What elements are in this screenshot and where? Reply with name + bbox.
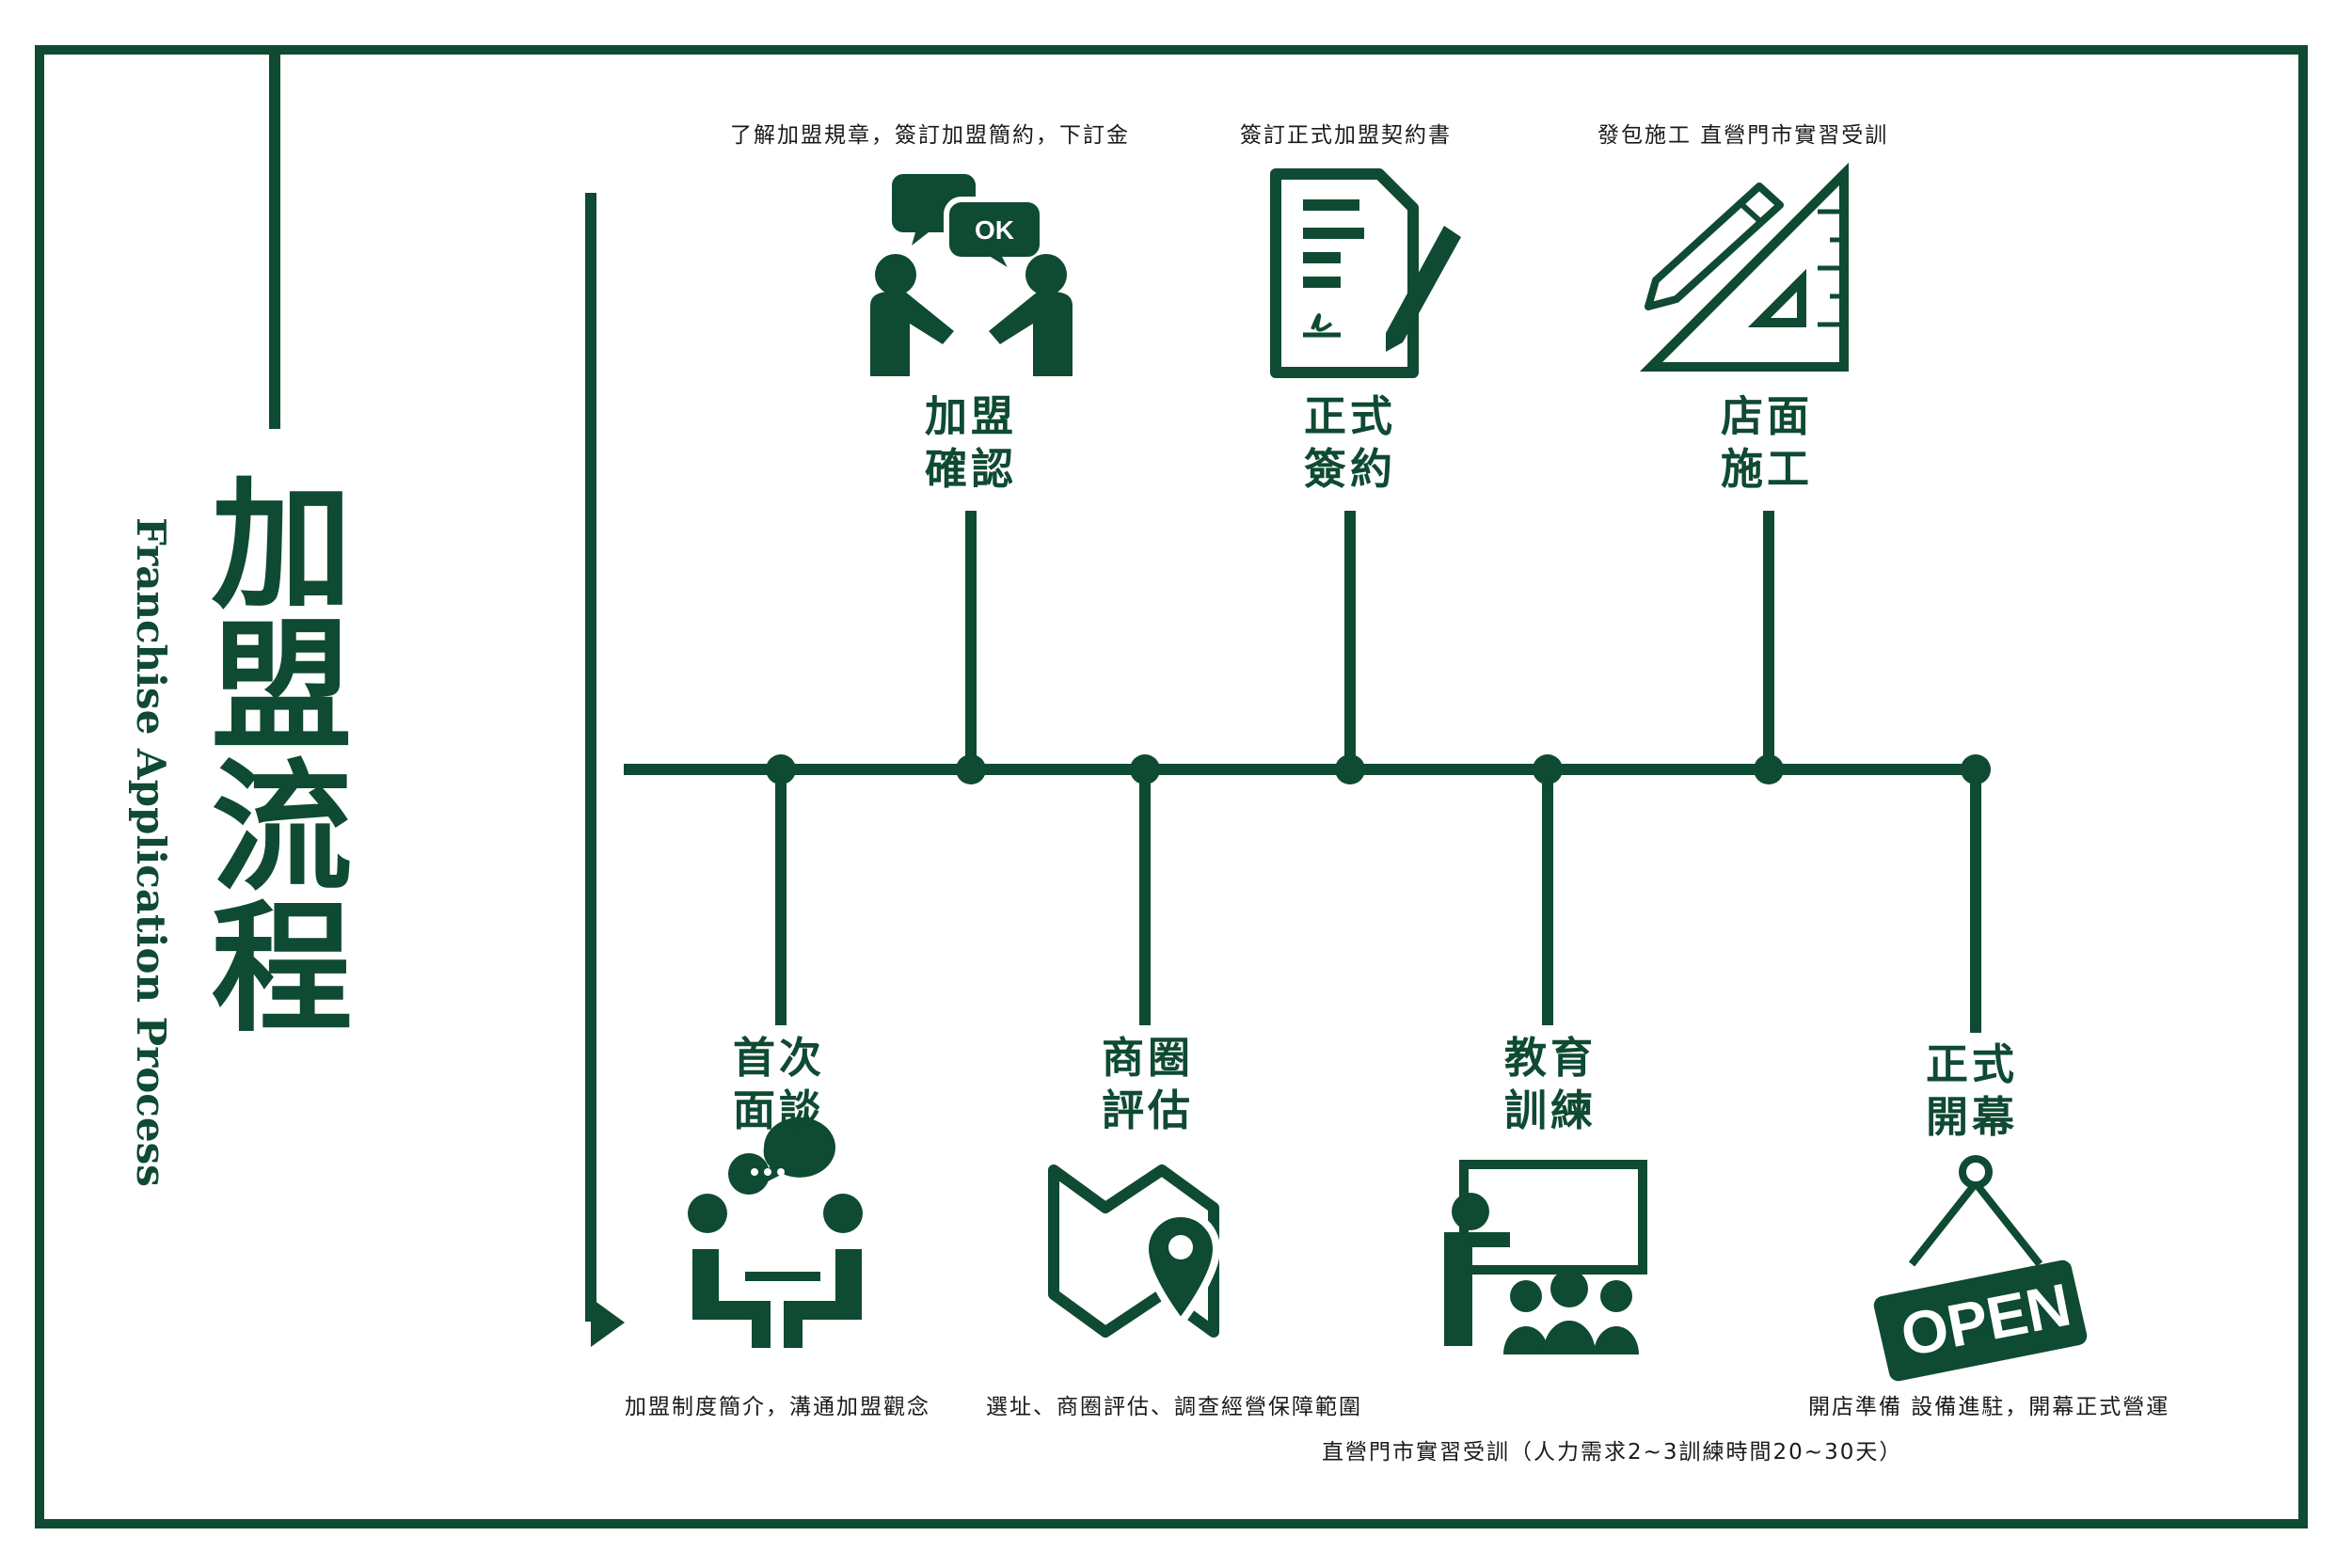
- pen-icon: [1386, 226, 1461, 352]
- label-line1: 正式: [1925, 1039, 2018, 1089]
- node-1: [766, 754, 796, 784]
- node-4: [1335, 754, 1365, 784]
- label-line2: 簽約: [1303, 444, 1396, 494]
- flow-arrow-head: [591, 1298, 625, 1347]
- desc-first-interview: 加盟制度簡介，溝通加盟觀念: [625, 1395, 930, 1419]
- title-chinese: 加盟流程: [187, 470, 351, 1035]
- label-line2: 面談: [732, 1085, 825, 1135]
- map-location-icon: [1048, 1164, 1219, 1338]
- desc-grand-opening: 開店準備 設備進駐，開幕正式營運: [1808, 1395, 2170, 1419]
- node-6: [1754, 754, 1784, 784]
- handshake-ok-icon: [870, 174, 1073, 376]
- label-line2: 訓練: [1503, 1085, 1597, 1135]
- node-3: [1130, 754, 1160, 784]
- label-franchise-confirmation: 加盟 確認: [896, 390, 1046, 496]
- label-grand-opening: 正式 開幕: [1897, 1038, 2047, 1144]
- label-education-training: 教育 訓練: [1475, 1032, 1626, 1137]
- label-first-interview: 首次 面談: [704, 1032, 854, 1137]
- node-7: [1961, 754, 1991, 784]
- location-pin-icon: [1140, 1209, 1221, 1329]
- desc-education-training: 直營門市實習受訓（人力需求2~3訓練時間20~30天）: [1322, 1440, 1903, 1465]
- node-2: [956, 754, 986, 784]
- label-line2: 開幕: [1925, 1092, 2018, 1142]
- ok-bubble-text: OK: [975, 215, 1014, 245]
- label-line1: 教育: [1503, 1033, 1597, 1083]
- label-formal-signing: 正式 簽約: [1275, 390, 1425, 496]
- left-accent-bar: [269, 55, 280, 429]
- label-line2: 施工: [1720, 444, 1813, 494]
- open-sign-icon: [1873, 1155, 2088, 1382]
- training-presentation-icon: [1444, 1160, 1647, 1354]
- label-line2: 確認: [924, 444, 1017, 494]
- label-line1: 商圈: [1101, 1033, 1194, 1083]
- label-line1: 正式: [1303, 391, 1396, 441]
- outer-frame: [35, 45, 2308, 1528]
- label-line1: 店面: [1720, 391, 1813, 441]
- chat-dots: [751, 1168, 785, 1176]
- person-head-left: [688, 1194, 727, 1233]
- meeting-chat-icon: [692, 1117, 863, 1348]
- label-line2: 評估: [1101, 1085, 1194, 1135]
- label-line1: 加盟: [924, 391, 1017, 441]
- desc-store-construction: 發包施工 直營門市實習受訓: [1597, 123, 1889, 148]
- label-store-construction: 店面 施工: [1692, 390, 1842, 496]
- node-5: [1533, 754, 1563, 784]
- desc-trade-area-evaluation: 選址、商圈評估、調查經營保障範圍: [986, 1395, 1362, 1419]
- label-trade-area-evaluation: 商圈 評估: [1073, 1032, 1223, 1137]
- set-square-pencil-icon: [1639, 162, 1849, 372]
- label-line1: 首次: [732, 1033, 825, 1083]
- desc-franchise-confirmation: 了解加盟規章，簽訂加盟簡約，下訂金: [730, 123, 1130, 148]
- desc-formal-signing: 簽訂正式加盟契約書: [1240, 123, 1452, 148]
